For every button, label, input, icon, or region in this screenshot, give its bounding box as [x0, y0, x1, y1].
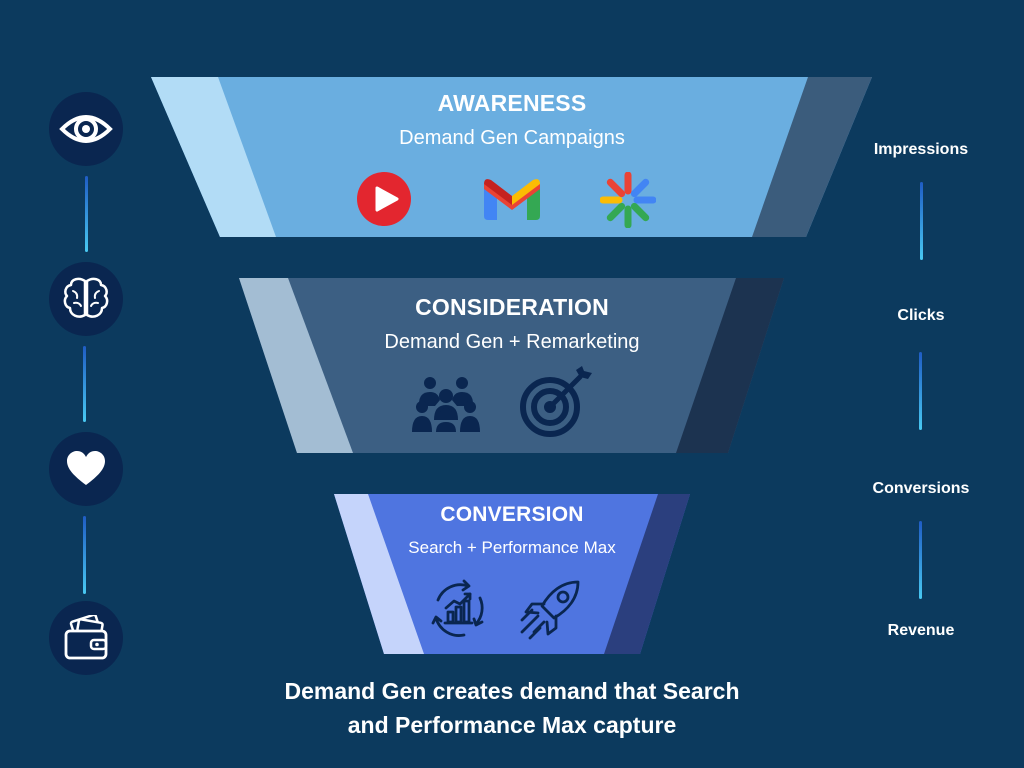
awareness-right-edge — [752, 77, 872, 237]
youtube-icon — [357, 172, 411, 226]
audience-group-icon — [412, 377, 480, 432]
google-discover-icon — [600, 172, 656, 228]
consideration-left-edge — [239, 278, 353, 453]
eye-icon-circle — [49, 92, 123, 166]
caption-line-2: and Performance Max capture — [347, 712, 677, 738]
caption: Demand Gen creates demand that Search an… — [212, 674, 812, 742]
conversion-subtitle: Search + Performance Max — [408, 538, 616, 557]
conversion-right-edge — [604, 494, 690, 654]
metric-impressions: Impressions — [873, 141, 969, 158]
left-connector — [85, 176, 88, 252]
heart-icon — [67, 451, 105, 485]
awareness-left-edge — [151, 77, 276, 237]
conversion-title: CONVERSION — [440, 503, 584, 526]
rocket-icon — [520, 580, 580, 640]
brain-icon-circle — [49, 262, 123, 336]
target-icon — [520, 366, 592, 437]
right-connector — [920, 182, 923, 260]
conversion-band — [334, 494, 690, 654]
caption-line-1: Demand Gen creates demand that Search — [284, 678, 740, 704]
heart-icon-circle — [49, 432, 123, 506]
awareness-title: AWARENESS — [437, 90, 587, 116]
left-connector — [83, 516, 86, 594]
metric-conversions: Conversions — [872, 480, 970, 497]
consideration-band — [239, 278, 784, 453]
conversion-left-edge — [334, 494, 424, 654]
right-connector — [919, 352, 922, 430]
metric-clicks: Clicks — [897, 307, 945, 324]
consideration-subtitle: Demand Gen + Remarketing — [384, 331, 640, 353]
awareness-band — [151, 77, 872, 237]
wallet-icon-circle — [49, 601, 123, 675]
awareness-subtitle: Demand Gen Campaigns — [399, 127, 625, 149]
consideration-right-edge — [676, 278, 784, 453]
gmail-icon — [484, 179, 540, 220]
eye-icon — [59, 115, 113, 143]
consideration-title: CONSIDERATION — [415, 294, 609, 320]
growth-cycle-icon — [431, 579, 484, 637]
wallet-icon — [64, 615, 108, 660]
metric-revenue: Revenue — [887, 622, 955, 639]
left-connector — [83, 346, 86, 422]
right-connector — [919, 521, 922, 599]
brain-icon — [63, 277, 109, 318]
